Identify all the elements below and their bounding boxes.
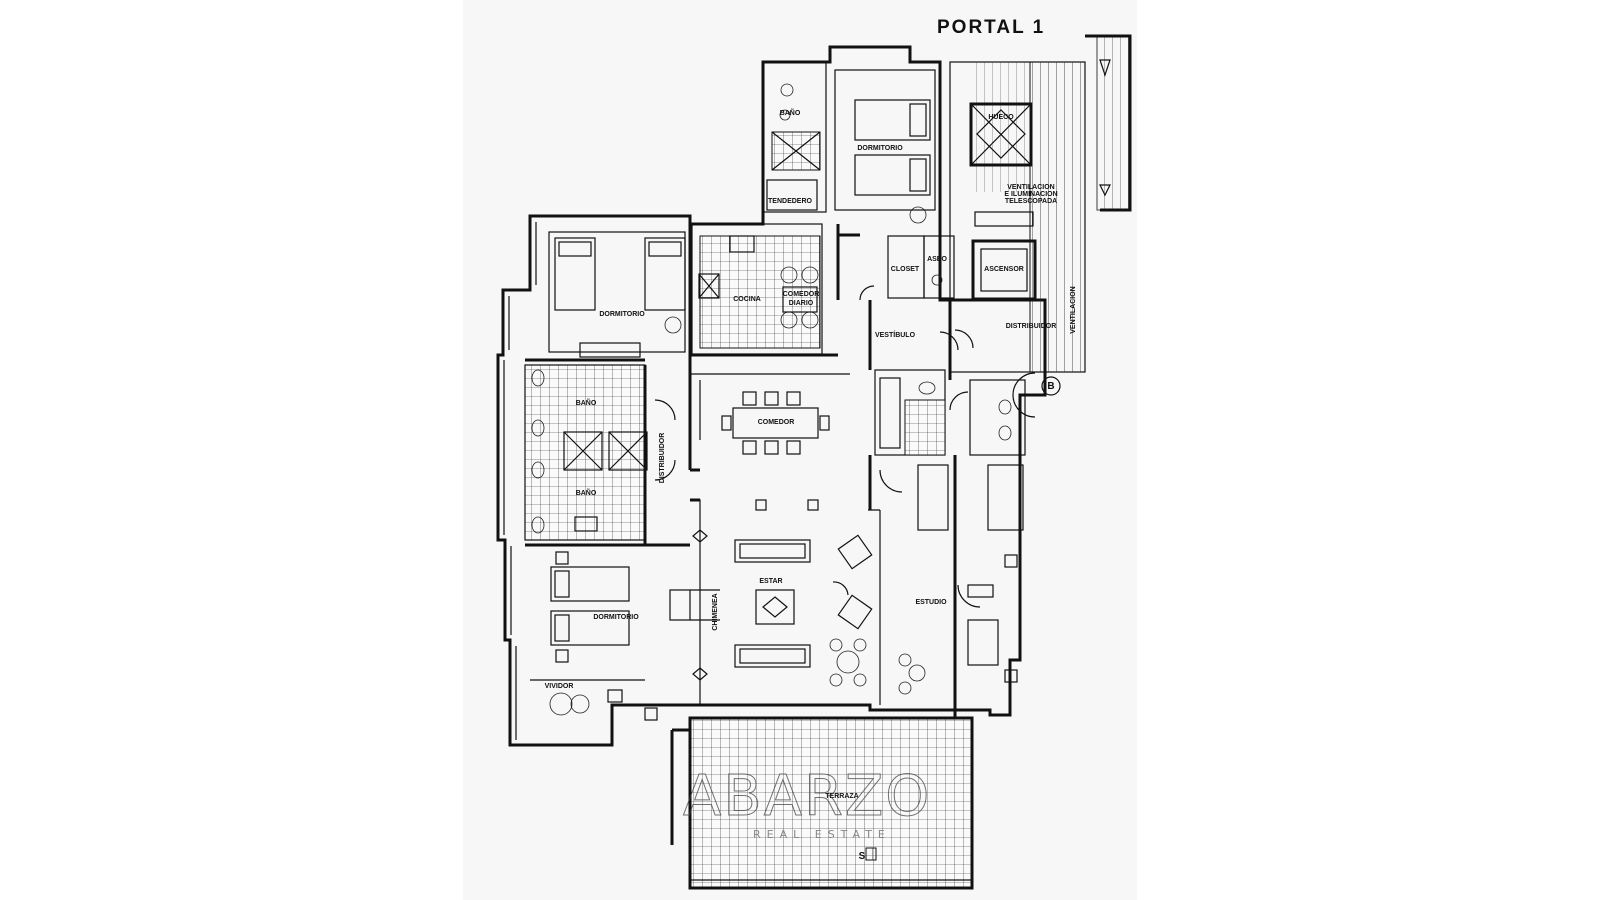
label-aseo: ASEO: [927, 256, 947, 263]
label-ventilacion-3: TELESCOPADA: [1005, 198, 1057, 205]
kitchen: [691, 223, 823, 355]
label-ventilacion-side: VENTILACION: [1070, 286, 1077, 333]
label-tendedero: TENDEDERO: [768, 198, 813, 205]
plan-title: PORTAL 1: [937, 17, 1045, 38]
label-distribuidor-right: DISTRIBUIDOR: [1006, 323, 1057, 330]
label-comedor: COMEDOR: [758, 419, 795, 426]
label-closet: CLOSET: [891, 266, 920, 273]
label-estudio: ESTUDIO: [915, 599, 947, 606]
label-vestibulo: VESTÍBULO: [875, 330, 916, 339]
label-cocina: COCINA: [733, 296, 761, 303]
left-bathrooms: [524, 364, 676, 541]
label-hueco: HUECO: [988, 114, 1014, 121]
estudio-furniture: [868, 509, 1018, 705]
label-dormitorio-bottom: DORMITORIO: [593, 614, 639, 621]
room-labels: BAÑO DORMITORIO HUECO TENDEDERO VENTILAC…: [545, 108, 1077, 862]
watermark-brand: ABARZO: [683, 764, 931, 829]
label-marker-s: S: [859, 851, 866, 862]
watermark-tagline: REAL ESTATE: [753, 828, 891, 841]
label-comedor-diario-1: COMEDOR: [783, 291, 820, 298]
top-block: [762, 61, 955, 299]
label-ascensor: ASCENSOR: [984, 266, 1024, 273]
estar-furniture: [669, 499, 873, 705]
label-marker-b: B: [1047, 381, 1054, 392]
label-distribuidor-left: DISTRIBUIDOR: [659, 433, 666, 484]
right-bathrooms: [874, 369, 1026, 531]
label-bano-top: BAÑO: [780, 108, 801, 117]
label-comedor-diario-2: DIARIO: [789, 300, 814, 307]
label-ventilacion-1: VENTILACION: [1007, 184, 1054, 191]
bottom-bedroom: [530, 551, 658, 721]
label-chimenea: CHIMENEA: [712, 593, 719, 630]
label-bano-left-1: BAÑO: [576, 398, 597, 407]
stair-core: [949, 34, 1132, 418]
label-estar: ESTAR: [759, 578, 782, 585]
watermark: ABARZO REAL ESTATE: [683, 764, 931, 842]
b-marker-circle: [1041, 376, 1061, 396]
label-vividor: VIVIDOR: [545, 683, 574, 690]
label-bano-left-2: BAÑO: [576, 488, 597, 497]
comedor-table: [689, 373, 850, 455]
interior-walls: [525, 224, 974, 720]
label-terraza: TERRAZA: [825, 793, 858, 800]
left-bedroom: [548, 231, 686, 358]
label-ventilacion-2: E ILUMINACION: [1004, 191, 1057, 198]
label-dormitorio-top: DORMITORIO: [857, 145, 903, 152]
outer-walls: [496, 45, 1047, 747]
label-dormitorio-left: DORMITORIO: [599, 311, 645, 318]
terraza: [670, 716, 974, 890]
